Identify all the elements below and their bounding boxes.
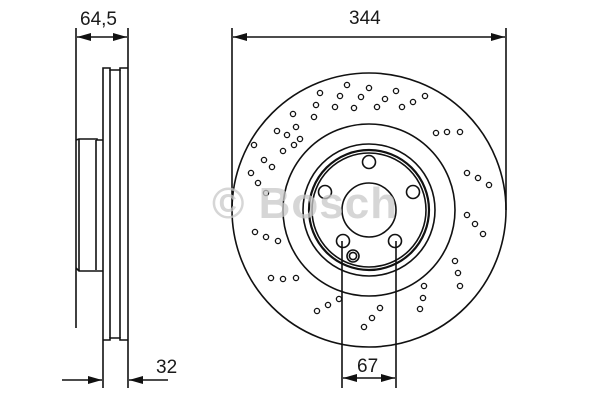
front-view bbox=[231, 28, 507, 388]
locating-hole bbox=[346, 249, 360, 263]
bolt-hole bbox=[361, 154, 377, 170]
braking-ring-inner-edge bbox=[282, 123, 456, 297]
bolt-hole bbox=[335, 233, 351, 249]
outer-disc-edge bbox=[231, 72, 507, 348]
label-center-bore: 67 bbox=[357, 356, 379, 377]
side-view bbox=[62, 28, 168, 388]
drill-holes bbox=[247, 81, 493, 331]
label-thickness: 32 bbox=[156, 357, 178, 378]
label-total-height: 64,5 bbox=[80, 9, 117, 30]
bolt-hole bbox=[405, 184, 421, 200]
bolt-hole bbox=[387, 233, 403, 249]
watermark-bosch: © Bosch bbox=[212, 179, 399, 228]
center-bore bbox=[341, 182, 397, 238]
bolt-hole bbox=[317, 184, 333, 200]
label-outer-diameter: 344 bbox=[349, 8, 381, 29]
